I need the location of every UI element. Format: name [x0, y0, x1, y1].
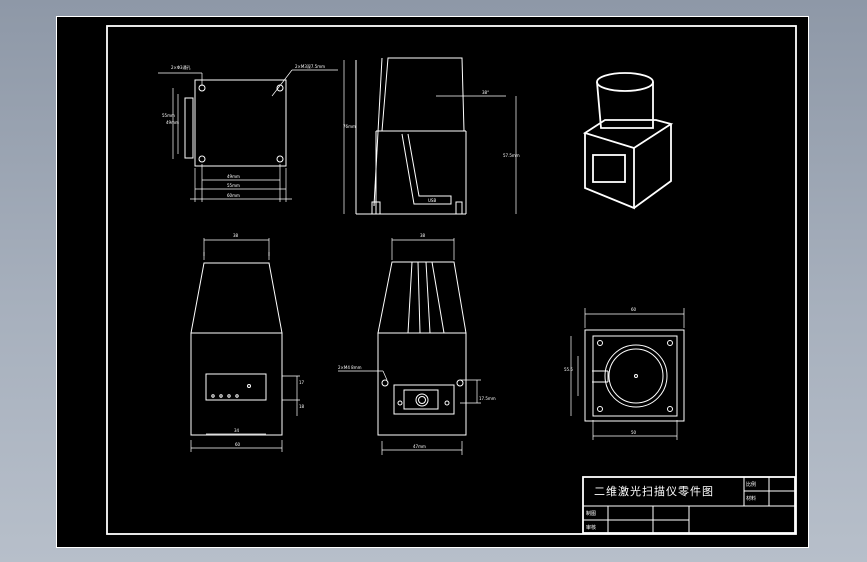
back-hole: 2×M4 8mm [338, 365, 362, 370]
cad-viewport[interactable]: 2×M3深7.5mm 2×Φ3通孔 55mm 49mm 49mm 55mm 60… [56, 16, 809, 548]
top-height-b: 49mm [166, 120, 179, 125]
top-hole-spec: 2×Φ3通孔 [171, 64, 191, 70]
bottom-h: 55.5 [564, 367, 573, 372]
side-view: USB 38° 76mm 57.5mm [343, 57, 520, 215]
top-width-c: 60mm [227, 193, 240, 198]
front-d1: 17 [299, 380, 305, 385]
side-top-angle: 38° [482, 90, 489, 95]
front-w: 60 [235, 442, 241, 447]
back-view: 38 47mm 2×M4 8mm 17.5mm [338, 233, 496, 455]
label-material: 材料 [746, 495, 756, 502]
back-w: 47mm [413, 444, 426, 449]
side-height-b: 57.5mm [503, 153, 520, 158]
bottom-w: 60 [631, 307, 637, 312]
top-view: 2×M3深7.5mm 2×Φ3通孔 55mm 49mm 49mm 55mm 60… [158, 63, 338, 202]
cad-drawing: 2×M3深7.5mm 2×Φ3通孔 55mm 49mm 49mm 55mm 60… [56, 16, 809, 548]
front-top-w: 38 [233, 233, 239, 238]
label-scale: 比例 [746, 481, 756, 488]
front-panel-w: 34 [234, 428, 240, 433]
sheet-inner-border [106, 25, 797, 535]
bottom-view: 60 55.5 50 [564, 307, 685, 440]
drawing-title: 二维激光扫描仪零件图 [594, 484, 714, 498]
back-d: 17.5mm [479, 396, 496, 401]
title-block: 二维激光扫描仪零件图 比例 材料 制图 审核 [582, 476, 796, 534]
side-height: 76mm [343, 124, 356, 129]
isometric-view [582, 72, 674, 210]
front-d2: 18 [299, 404, 305, 409]
top-height-a: 55mm [162, 113, 175, 118]
top-hole-spec-b: 2×M3深7.5mm [295, 63, 325, 69]
top-width-a: 49mm [227, 174, 240, 179]
usb-label: USB [428, 198, 436, 203]
front-view: 38 34 60 17 18 [190, 233, 305, 452]
top-width-b: 55mm [227, 183, 240, 188]
bottom-w-b: 50 [631, 430, 637, 435]
sheet-outer-border [56, 16, 809, 548]
label-drawn: 制图 [586, 510, 596, 517]
back-top-w: 38 [420, 233, 426, 238]
label-checked: 审核 [586, 524, 596, 531]
